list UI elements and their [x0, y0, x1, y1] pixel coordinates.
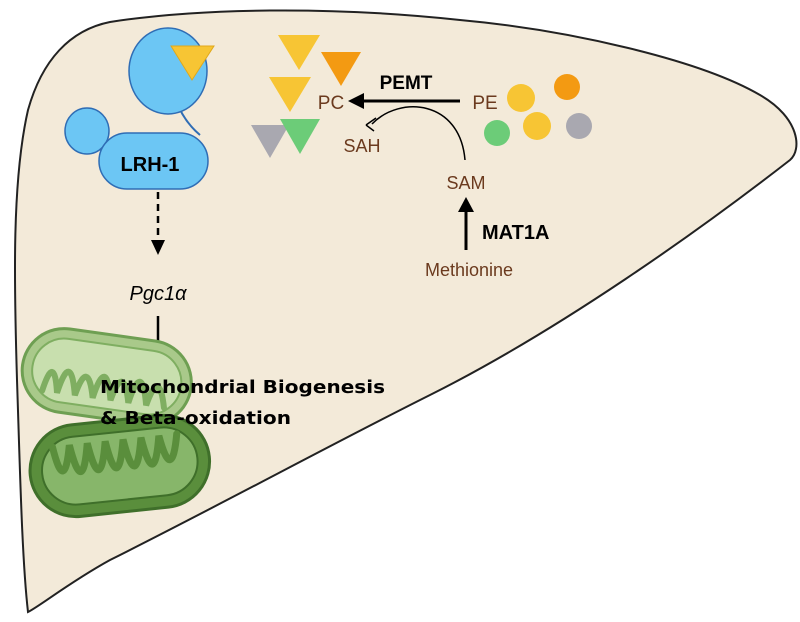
pgc1a-label: Pgc1α — [130, 283, 188, 305]
pemt-label: PEMT — [380, 73, 433, 94]
lrh1-label: LRH-1 — [121, 154, 180, 176]
ligand-yellow-triangle — [170, 45, 215, 81]
ligand-yellow-circle — [523, 112, 551, 140]
outcome-line-1: Mitochondrial Biogenesis — [100, 377, 385, 398]
ligand-orange-triangle — [321, 52, 361, 86]
ligand-green-triangle — [280, 119, 320, 154]
ligand-gray-triangle — [251, 125, 289, 158]
methyl-transfer-arc — [371, 106, 466, 161]
lrh1-receptor-icon — [64, 27, 215, 190]
mat1a-label: MAT1A — [482, 222, 549, 244]
mitochondrion-icon — [20, 327, 212, 519]
ligand-green-circle — [484, 120, 510, 146]
dashed-arrow-head — [151, 240, 165, 255]
pe-ligand-circles — [484, 74, 592, 146]
ligand-gray-circle — [566, 113, 592, 139]
sam-label: SAM — [446, 173, 485, 193]
sah-label: SAH — [343, 136, 380, 156]
pe-label: PE — [472, 93, 497, 114]
outcome-line-2: & Beta-oxidation — [100, 408, 291, 429]
pemt-arrow-head — [348, 93, 364, 109]
ligand-yellow-triangle — [278, 35, 320, 70]
ligand-yellow-circle — [507, 84, 535, 112]
pc-label: PC — [318, 93, 344, 114]
mat1a-arrow-head — [458, 197, 474, 212]
pc-ligand-triangles — [251, 35, 361, 158]
methionine-label: Methionine — [425, 260, 513, 280]
ligand-yellow-triangle — [269, 77, 311, 112]
ligand-orange-circle — [554, 74, 580, 100]
methyl-transfer-arrow-head — [365, 117, 377, 132]
